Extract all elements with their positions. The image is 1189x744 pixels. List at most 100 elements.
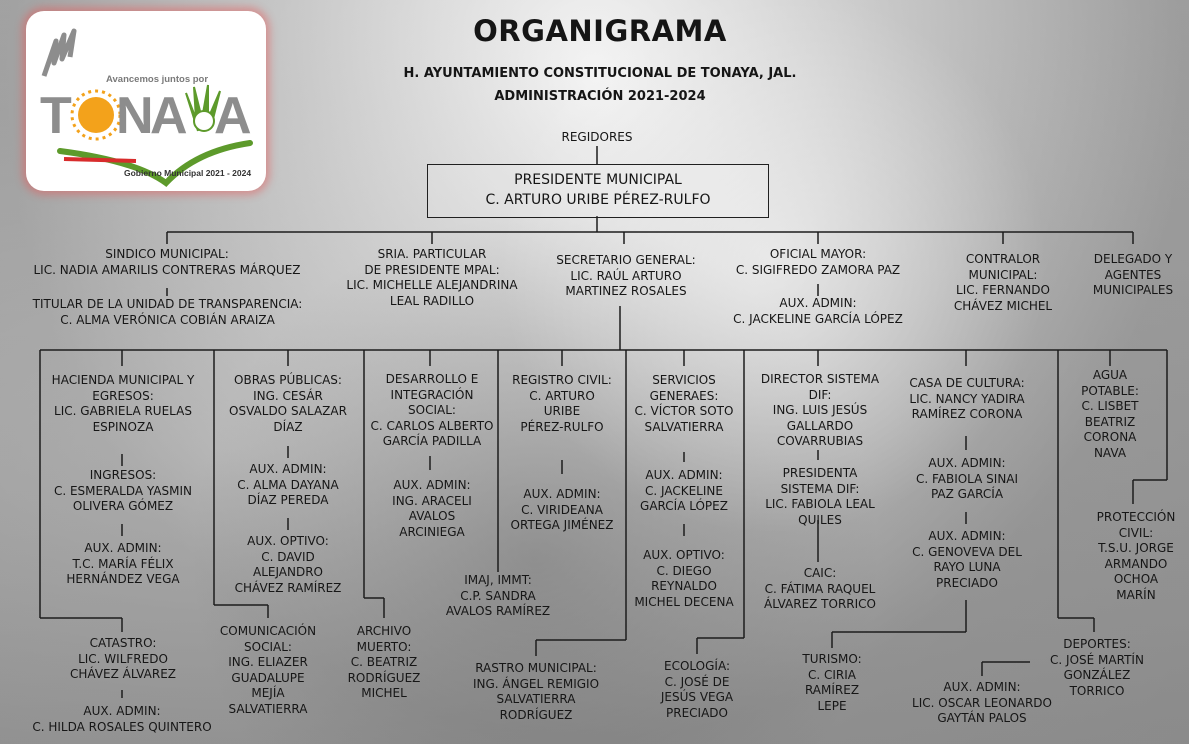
node-archivo-muerto-text: ARCHIVO MUERTO: C. BEATRIZ RODRÍGUEZ MIC… bbox=[347, 624, 421, 701]
node-director-dif-text: DIRECTOR SISTEMA DIF: ING. LUIS JESÚS GA… bbox=[760, 372, 880, 449]
node-regidores: REGIDORES bbox=[527, 130, 667, 146]
node-presidenta-dif: PRESIDENTA SISTEMA DIF: LIC. FABIOLA LEA… bbox=[748, 466, 892, 528]
logo-flame-lines bbox=[41, 28, 77, 77]
page-subtitle: H. AYUNTAMIENTO CONSTITUCIONAL DE TONAYA… bbox=[330, 62, 870, 109]
node-agua-potable-text: AGUA POTABLE: C. LISBET BEATRIZ CORONA N… bbox=[1081, 368, 1139, 460]
node-aux-obras: AUX. ADMIN: C. ALMA DAYANA DÍAZ PEREDA bbox=[218, 462, 358, 509]
logo-red-stripe bbox=[63, 157, 137, 163]
node-servicios-generales: SERVICIOS GENERAES: C. VÍCTOR SOTO SALVA… bbox=[624, 373, 744, 435]
node-transparencia: TITULAR DE LA UNIDAD DE TRANSPARENCIA: C… bbox=[20, 297, 315, 328]
node-secretario-general-text: SECRETARIO GENERAL: LIC. RAÚL ARTURO MAR… bbox=[556, 253, 696, 299]
node-oficial-mayor-text: OFICIAL MAYOR: C. SIGIFREDO ZAMORA PAZ bbox=[735, 247, 901, 277]
node-aux-catastro-text: AUX. ADMIN: C. HILDA ROSALES QUINTERO bbox=[32, 704, 212, 734]
node-desarrollo-social-text: DESARROLLO E INTEGRACIÓN SOCIAL: C. CARL… bbox=[370, 372, 494, 449]
subtitle-administracion: ADMINISTRACIÓN 2021-2024 bbox=[494, 89, 706, 105]
page-title: ORGANIGRAMA bbox=[473, 14, 727, 48]
node-archivo-muerto: ARCHIVO MUERTO: C. BEATRIZ RODRÍGUEZ MIC… bbox=[336, 624, 432, 702]
node-optivo-servicios-text: AUX. OPTIVO: C. DIEGO REYNALDO MICHEL DE… bbox=[634, 548, 734, 609]
node-casa-cultura: CASA DE CULTURA: LIC. NANCY YADIRA RAMÍR… bbox=[894, 376, 1040, 423]
node-turismo-text: TURISMO: C. CIRIA RAMÍREZ LEPE bbox=[802, 652, 862, 713]
node-secretario-general: SECRETARIO GENERAL: LIC. RAÚL ARTURO MAR… bbox=[538, 253, 714, 300]
node-casa-cultura-text: CASA DE CULTURA: LIC. NANCY YADIRA RAMÍR… bbox=[909, 376, 1025, 422]
node-deportes: DEPORTES: C. JOSÉ MARTÍN GONZÁLEZ TORRIC… bbox=[1024, 637, 1170, 699]
logo-letter-a2: A bbox=[214, 87, 252, 145]
node-proteccion-civil: PROTECCIÓN CIVIL: T.S.U. JORGE ARMANDO O… bbox=[1088, 510, 1184, 604]
node-catastro-text: CATASTRO: LIC. WILFREDO CHÁVEZ ÁLVAREZ bbox=[69, 636, 177, 682]
node-caic: CAIC: C. FÁTIMA RAQUEL ÁLVAREZ TORRICO bbox=[748, 566, 892, 613]
logo-letter-t: T bbox=[40, 87, 72, 145]
node-secretaria-particular-text: SRIA. PARTICULAR DE PRESIDENTE MPAL: LIC… bbox=[346, 247, 518, 308]
logo-letter-a: A bbox=[150, 87, 188, 145]
handshake-icon bbox=[193, 110, 215, 132]
node-aux-obras-text: AUX. ADMIN: C. ALMA DAYANA DÍAZ PEREDA bbox=[237, 462, 339, 508]
node-aux-desarrollo: AUX. ADMIN: ING. ARACELI AVALOS ARCINIEG… bbox=[364, 478, 500, 540]
logo-letter-n: N bbox=[116, 87, 154, 145]
logo-sun bbox=[78, 97, 114, 133]
node-aux-desarrollo-text: AUX. ADMIN: ING. ARACELI AVALOS ARCINIEG… bbox=[392, 478, 472, 539]
node-oficial-mayor: OFICIAL MAYOR: C. SIGIFREDO ZAMORA PAZ bbox=[713, 247, 923, 278]
node-hacienda-text: HACIENDA MUNICIPAL Y EGRESOS: LIC. GABRI… bbox=[51, 373, 195, 434]
node-desarrollo-social: DESARROLLO E INTEGRACIÓN SOCIAL: C. CARL… bbox=[364, 372, 500, 450]
node-obras-publicas-text: OBRAS PÚBLICAS: ING. CESÁR OSVALDO SALAZ… bbox=[229, 373, 347, 434]
tonaya-logo: Avancemos juntos por T N A A Gobierno Mu… bbox=[26, 11, 266, 191]
node-contralor-text: CONTRALOR MUNICIPAL: LIC. FERNANDO CHÁVE… bbox=[953, 252, 1053, 313]
presidente-title: PRESIDENTE MUNICIPAL bbox=[514, 172, 682, 189]
node-director-dif: DIRECTOR SISTEMA DIF: ING. LUIS JESÚS GA… bbox=[748, 372, 892, 450]
node-catastro: CATASTRO: LIC. WILFREDO CHÁVEZ ÁLVAREZ bbox=[40, 636, 206, 683]
node-registro-civil-text: REGISTRO CIVIL: C. ARTURO URIBE PÉREZ-RU… bbox=[512, 373, 612, 434]
node-regidores-text: REGIDORES bbox=[561, 130, 633, 144]
node-imaj-text: IMAJ, IMMT: C.P. SANDRA AVALOS RAMÍREZ bbox=[445, 573, 551, 619]
node-optivo-servicios: AUX. OPTIVO: C. DIEGO REYNALDO MICHEL DE… bbox=[624, 548, 744, 610]
node-contralor: CONTRALOR MUNICIPAL: LIC. FERNANDO CHÁVE… bbox=[940, 252, 1066, 314]
node-aux-servicios-text: AUX. ADMIN: C. JACKELINE GARCÍA LÓPEZ bbox=[640, 468, 728, 514]
node-aux-cultura-2: AUX. ADMIN: C. GENOVEVA DEL RAYO LUNA PR… bbox=[894, 529, 1040, 591]
node-ingresos-text: INGRESOS: C. ESMERALDA YASMIN OLIVERA GÓ… bbox=[53, 468, 193, 514]
node-agua-potable: AGUA POTABLE: C. LISBET BEATRIZ CORONA N… bbox=[1070, 368, 1150, 462]
node-ingresos: INGRESOS: C. ESMERALDA YASMIN OLIVERA GÓ… bbox=[40, 468, 206, 515]
node-aux-catastro: AUX. ADMIN: C. HILDA ROSALES QUINTERO bbox=[18, 704, 226, 735]
node-delegado: DELEGADO Y AGENTES MUNICIPALES bbox=[1080, 252, 1186, 299]
node-delegado-text: DELEGADO Y AGENTES MUNICIPALES bbox=[1092, 252, 1174, 298]
node-presidente-municipal: PRESIDENTE MUNICIPAL C. ARTURO URIBE PÉR… bbox=[427, 164, 769, 218]
node-ecologia: ECOLOGÍA: C. JOSÉ DE JESÚS VEGA PRECIADO bbox=[640, 659, 754, 721]
node-aux-registro-text: AUX. ADMIN: C. VIRIDEANA ORTEGA JIMÉNEZ bbox=[510, 487, 614, 533]
node-servicios-generales-text: SERVICIOS GENERAES: C. VÍCTOR SOTO SALVA… bbox=[634, 373, 734, 434]
logo-check-swoosh bbox=[57, 140, 253, 187]
node-aux-deportes-text: AUX. ADMIN: LIC. OSCAR LEONARDO GAYTÁN P… bbox=[912, 680, 1052, 726]
node-imaj: IMAJ, IMMT: C.P. SANDRA AVALOS RAMÍREZ bbox=[430, 573, 566, 620]
node-aux-servicios: AUX. ADMIN: C. JACKELINE GARCÍA LÓPEZ bbox=[624, 468, 744, 515]
node-hacienda: HACIENDA MUNICIPAL Y EGRESOS: LIC. GABRI… bbox=[40, 373, 206, 435]
node-aux-cultura-1: AUX. ADMIN: C. FABIOLA SINAI PAZ GARCÍA bbox=[894, 456, 1040, 503]
node-ecologia-text: ECOLOGÍA: C. JOSÉ DE JESÚS VEGA PRECIADO bbox=[660, 659, 734, 720]
node-aux-registro: AUX. ADMIN: C. VIRIDEANA ORTEGA JIMÉNEZ bbox=[500, 487, 624, 534]
presidente-name: C. ARTURO URIBE PÉREZ-RULFO bbox=[485, 192, 711, 208]
node-secretaria-particular: SRIA. PARTICULAR DE PRESIDENTE MPAL: LIC… bbox=[334, 247, 530, 309]
node-transparencia-text: TITULAR DE LA UNIDAD DE TRANSPARENCIA: C… bbox=[32, 297, 303, 327]
node-turismo: TURISMO: C. CIRIA RAMÍREZ LEPE bbox=[782, 652, 882, 714]
node-aux-cultura-1-text: AUX. ADMIN: C. FABIOLA SINAI PAZ GARCÍA bbox=[915, 456, 1019, 502]
node-registro-civil: REGISTRO CIVIL: C. ARTURO URIBE PÉREZ-RU… bbox=[500, 373, 624, 435]
node-caic-text: CAIC: C. FÁTIMA RAQUEL ÁLVAREZ TORRICO bbox=[764, 566, 876, 612]
node-optivo-obras: AUX. OPTIVO: C. DAVID ALEJANDRO CHÁVEZ R… bbox=[218, 534, 358, 596]
node-comunicacion-social-text: COMUNICACIÓN SOCIAL: ING. ELIAZER GUADAL… bbox=[219, 624, 317, 716]
logo-sun-rays bbox=[70, 89, 122, 141]
node-proteccion-civil-text: PROTECCIÓN CIVIL: T.S.U. JORGE ARMANDO O… bbox=[1096, 510, 1176, 602]
node-deportes-text: DEPORTES: C. JOSÉ MARTÍN GONZÁLEZ TORRIC… bbox=[1050, 637, 1144, 698]
logo-footer: Gobierno Municipal 2021 - 2024 bbox=[124, 168, 251, 178]
logo-tagline: Avancemos juntos por bbox=[106, 74, 208, 85]
node-sindico-municipal: SINDICO MUNICIPAL: LIC. NADIA AMARILIS C… bbox=[14, 247, 320, 278]
node-presidenta-dif-text: PRESIDENTA SISTEMA DIF: LIC. FABIOLA LEA… bbox=[765, 466, 875, 527]
node-aux-cultura-2-text: AUX. ADMIN: C. GENOVEVA DEL RAYO LUNA PR… bbox=[912, 529, 1022, 590]
subtitle-ayuntamiento: H. AYUNTAMIENTO CONSTITUCIONAL DE TONAYA… bbox=[403, 66, 797, 81]
node-aux-oficial-mayor: AUX. ADMIN: C. JACKELINE GARCÍA LÓPEZ bbox=[713, 296, 923, 327]
node-sindico-text: SINDICO MUNICIPAL: LIC. NADIA AMARILIS C… bbox=[33, 247, 301, 277]
node-optivo-obras-text: AUX. OPTIVO: C. DAVID ALEJANDRO CHÁVEZ R… bbox=[234, 534, 342, 595]
node-obras-publicas: OBRAS PÚBLICAS: ING. CESÁR OSVALDO SALAZ… bbox=[218, 373, 358, 435]
node-comunicacion-social: COMUNICACIÓN SOCIAL: ING. ELIAZER GUADAL… bbox=[204, 624, 332, 718]
logo-graphic: Avancemos juntos por T N A A Gobierno Mu… bbox=[40, 28, 253, 187]
node-rastro-municipal: RASTRO MUNICIPAL: ING. ÁNGEL REMIGIO SAL… bbox=[458, 661, 614, 723]
node-aux-ingresos-text: AUX. ADMIN: T.C. MARÍA FÉLIX HERNÁNDEZ V… bbox=[66, 541, 180, 587]
node-aux-deportes: AUX. ADMIN: LIC. OSCAR LEONARDO GAYTÁN P… bbox=[884, 680, 1080, 727]
node-rastro-municipal-text: RASTRO MUNICIPAL: ING. ÁNGEL REMIGIO SAL… bbox=[472, 661, 600, 722]
